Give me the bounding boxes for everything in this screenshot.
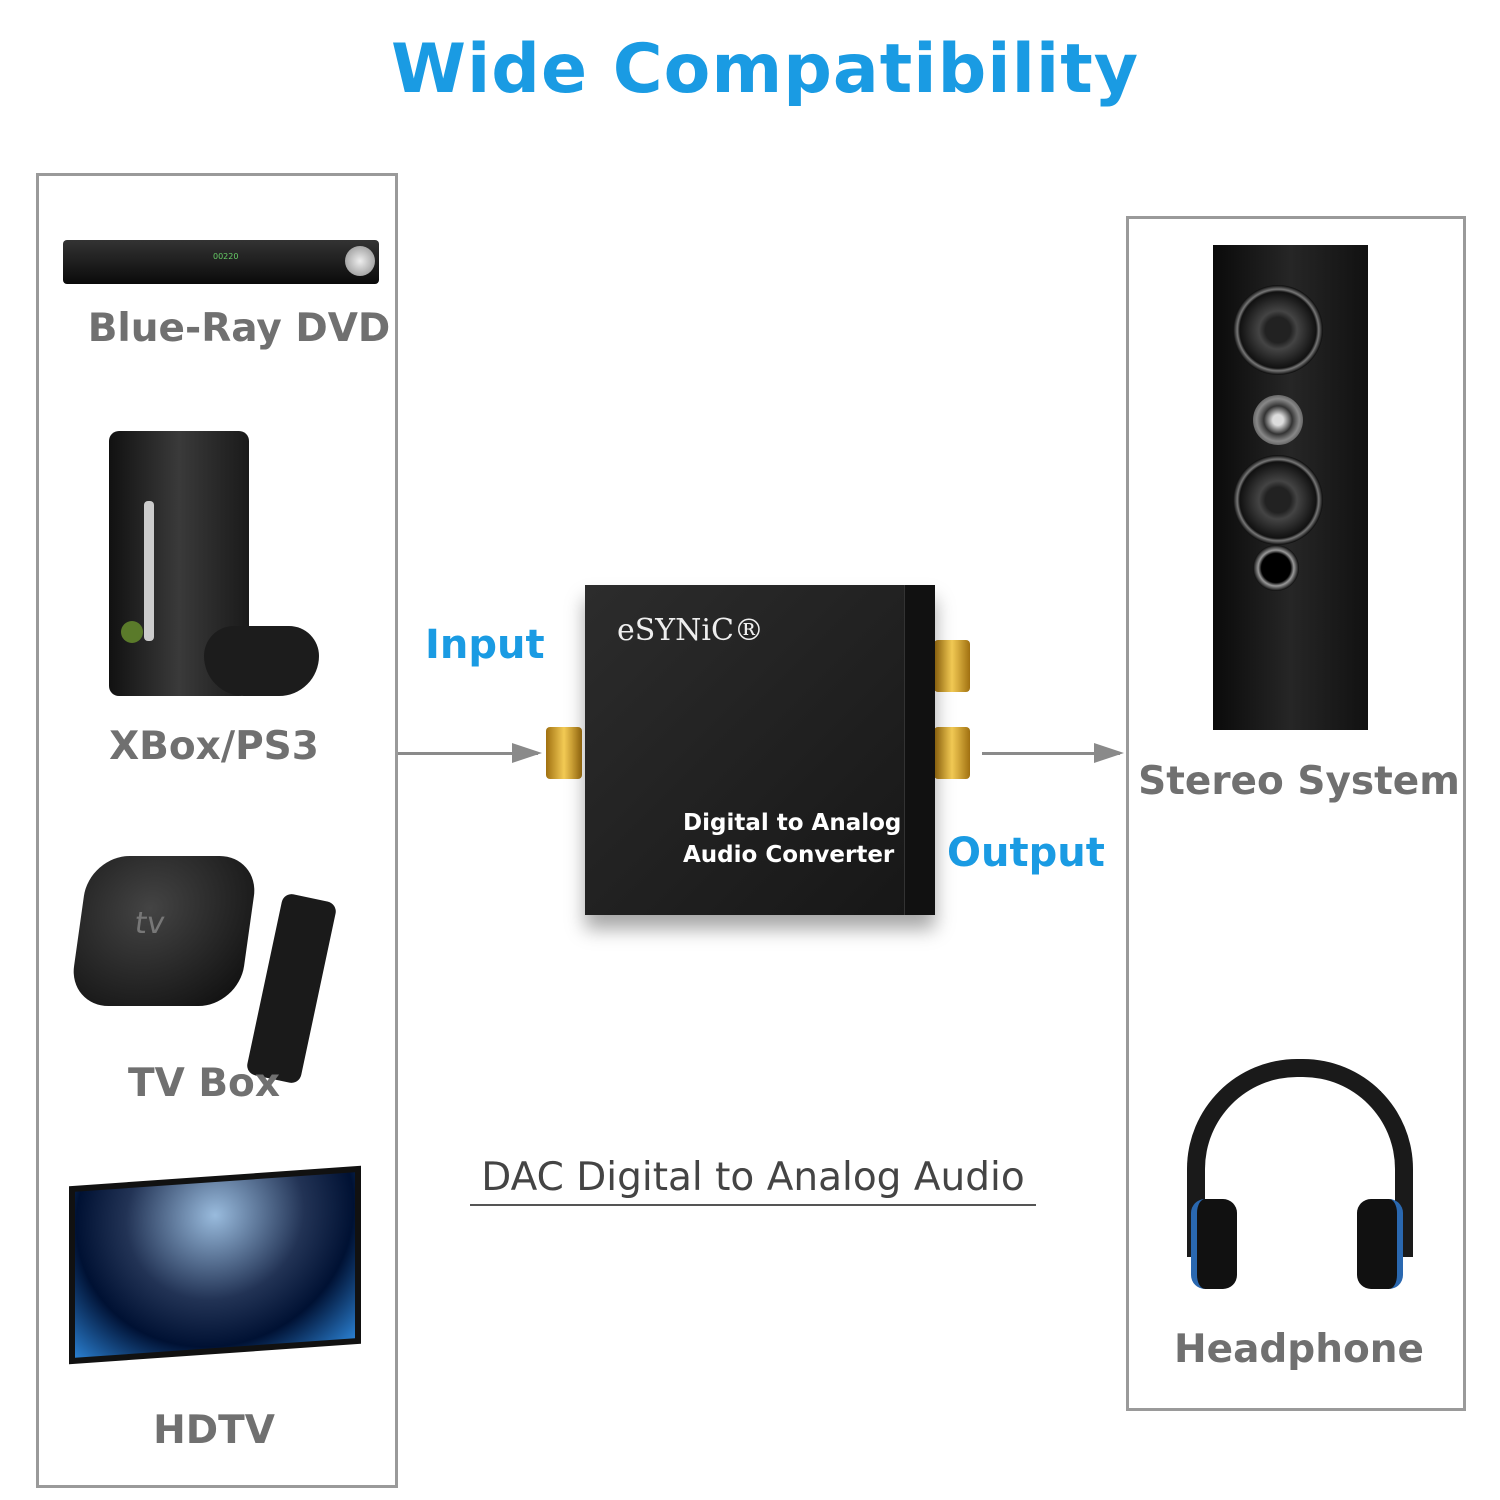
headphone-icon [1187,1059,1413,1289]
output-label-text: Output [947,830,1105,876]
converter-line2: Audio Converter [683,842,895,868]
tv-box-icon: tv [68,856,260,1006]
output-arrow [982,743,1124,763]
input-arrow [398,743,542,763]
source-panel: 00220 Blue-Ray DVD XBox/PS3 tv TV Box HD… [36,173,398,1488]
caption: DAC Digital to Analog Audio [470,1155,1036,1206]
output-jack-icon [934,727,970,779]
dvd-player-icon: 00220 [63,240,379,284]
output-panel: Stereo System Headphone [1126,216,1466,1411]
converter-brand: eSYNiC® [617,613,764,648]
converter-text: Digital to Analog Audio Converter [683,807,901,871]
converter-device: eSYNiC® Digital to Analog Audio Converte… [585,585,935,915]
converter-line1: Digital to Analog [683,810,902,836]
hdtv-icon [69,1165,361,1365]
source-label: HDTV [153,1408,275,1453]
output-label: Stereo System [1138,759,1460,804]
source-label: TV Box [127,1061,281,1106]
output-jack-icon [934,640,970,692]
source-label: XBox/PS3 [109,724,319,769]
page-title: Wide Compatibility [390,30,1140,109]
gamepad-icon [204,626,319,696]
speaker-icon [1213,245,1368,730]
game-console-icon [109,431,249,696]
output-label: Headphone [1173,1327,1424,1372]
remote-icon [245,892,338,1085]
source-label: Blue-Ray DVD [87,306,391,351]
input-jack-icon [546,727,582,779]
input-label: Input [425,622,545,668]
